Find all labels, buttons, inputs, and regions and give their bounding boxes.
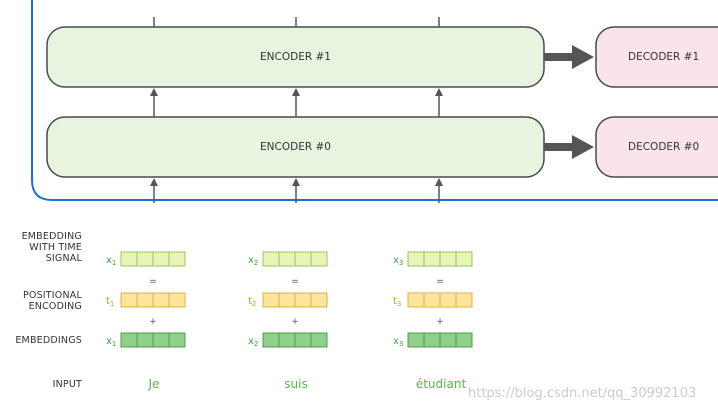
vector-cell-time-1-1 [120,251,138,267]
encoder-1-to-decoder-1-arrow [544,45,594,69]
encoder-0-to-decoder-0-arrow [544,135,594,159]
vector-label-time-2: x2 [248,255,258,267]
vector-cell-emb-3-4 [455,332,473,348]
vector-cell-emb-3-1 [407,332,425,348]
vector-cell-emb-1-3 [152,332,170,348]
input-label: INPUT [52,379,82,390]
vector-cell-pos-2-3 [294,292,312,308]
vector-cell-pos-3-1 [407,292,425,308]
equals-sign-3: = [436,277,444,287]
vector-cell-time-3-3 [439,251,457,267]
decoder-1-label: DECODER #1 [628,51,700,63]
vector-cell-emb-3-3 [439,332,457,348]
embedding-with-time-signal-label: EMBEDDING WITH TIME SIGNAL [21,231,82,264]
vector-cell-emb-3-2 [423,332,441,348]
vector-cell-time-3-1 [407,251,425,267]
positional-encoding-label: POSITIONAL ENCODING [22,290,82,312]
vector-cell-emb-2-1 [262,332,280,348]
vector-label-emb-1: x1 [106,336,116,348]
encoder-stack-frame [31,0,718,201]
vector-cell-time-2-1 [262,251,280,267]
input-to-encoder-0-arrows [150,178,443,203]
decoder-1-box [595,26,718,88]
vector-cell-pos-2-1 [262,292,280,308]
decoder-0-box [595,116,718,178]
vector-cell-time-1-4 [168,251,186,267]
vector-cell-time-1-2 [136,251,154,267]
vector-label-pos-2: t2 [248,296,256,308]
plus-sign-2: + [291,317,299,327]
vector-cell-pos-1-4 [168,292,186,308]
vector-label-time-1: x1 [106,255,116,267]
vector-cell-emb-2-4 [310,332,328,348]
vector-cell-pos-3-2 [423,292,441,308]
watermark: https://blog.csdn.net/qq_30992103 [468,386,697,401]
vector-cell-pos-2-2 [278,292,296,308]
vector-cell-pos-1-3 [152,292,170,308]
vector-cell-emb-2-3 [294,332,312,348]
input-word-3: étudiant [415,377,467,391]
equals-sign-2: = [291,277,299,287]
vector-label-pos-1: t1 [106,296,114,308]
vector-cell-time-1-3 [152,251,170,267]
vector-cell-pos-3-4 [455,292,473,308]
encoder-1-label: ENCODER #1 [260,51,331,63]
vector-cell-pos-2-4 [310,292,328,308]
decoder-0-label: DECODER #0 [628,141,700,153]
vector-cell-pos-1-1 [120,292,138,308]
vector-cell-time-2-2 [278,251,296,267]
vector-cell-emb-1-1 [120,332,138,348]
vector-cell-pos-1-2 [136,292,154,308]
vector-cell-emb-2-2 [278,332,296,348]
equals-sign-1: = [149,277,157,287]
vector-label-time-3: x3 [393,255,403,267]
input-word-2: suis [284,377,308,391]
embeddings-label: EMBEDDINGS [15,335,82,346]
vector-cell-pos-3-3 [439,292,457,308]
input-word-1: Je [148,377,160,391]
vector-cell-time-2-3 [294,251,312,267]
top-connectors [153,17,440,27]
vector-cell-emb-1-2 [136,332,154,348]
plus-sign-1: + [149,317,157,327]
vector-cell-emb-1-4 [168,332,186,348]
vector-label-emb-3: x3 [393,336,403,348]
plus-sign-3: + [436,317,444,327]
vector-label-emb-2: x2 [248,336,258,348]
vector-cell-time-3-2 [423,251,441,267]
encoder-0-to-1-arrows [150,88,443,117]
vector-cell-time-2-4 [310,251,328,267]
vector-label-pos-3: t3 [393,296,401,308]
token-vectors: x1 t1 x1 = + x2 t2 x2 = + x3 t3 x3 = + [106,251,473,348]
vector-cell-time-3-4 [455,251,473,267]
encoder-0-label: ENCODER #0 [260,141,331,153]
